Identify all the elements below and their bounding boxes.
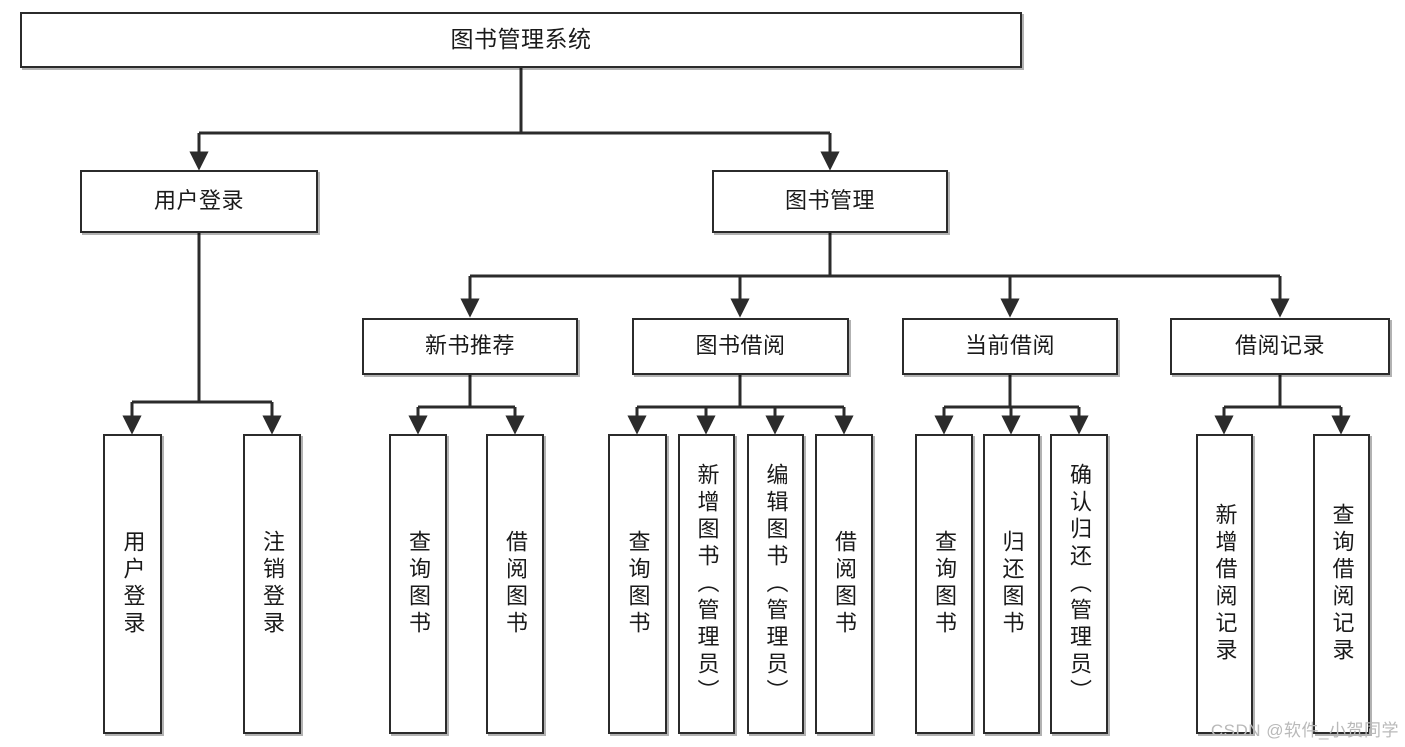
node-leaf-user-logout-label: 注销登录 bbox=[260, 530, 285, 638]
node-leaf-borrow-book-2-label: 借阅图书 bbox=[832, 530, 857, 638]
node-leaf-query-book-1[interactable]: 查询图书 bbox=[389, 434, 447, 734]
node-leaf-return-book-label: 归还图书 bbox=[999, 530, 1025, 638]
node-book-manage[interactable]: 图书管理 bbox=[712, 170, 948, 233]
node-leaf-query-book-2[interactable]: 查询图书 bbox=[608, 434, 667, 734]
node-user-login-label: 用户登录 bbox=[153, 188, 244, 214]
node-leaf-add-record-label: 新增借阅记录 bbox=[1212, 503, 1238, 665]
node-borrow-record-label: 借阅记录 bbox=[1234, 333, 1325, 359]
node-leaf-confirm-return-label: 确认归还（管理员） bbox=[1067, 462, 1092, 706]
node-leaf-user-login[interactable]: 用户登录 bbox=[103, 434, 162, 734]
node-leaf-add-record[interactable]: 新增借阅记录 bbox=[1196, 434, 1253, 734]
node-leaf-query-book-1-label: 查询图书 bbox=[406, 530, 431, 638]
watermark: CSDN @软件_小贺同学 bbox=[1210, 721, 1399, 740]
node-leaf-add-book-label: 新增图书（管理员） bbox=[694, 462, 720, 706]
node-book-manage-label: 图书管理 bbox=[784, 188, 875, 214]
node-leaf-confirm-return[interactable]: 确认归还（管理员） bbox=[1050, 434, 1108, 734]
node-leaf-edit-book[interactable]: 编辑图书（管理员） bbox=[747, 434, 804, 734]
node-current-borrow[interactable]: 当前借阅 bbox=[902, 318, 1118, 375]
node-leaf-add-book[interactable]: 新增图书（管理员） bbox=[678, 434, 735, 734]
node-borrow-record[interactable]: 借阅记录 bbox=[1170, 318, 1390, 375]
node-book-borrow[interactable]: 图书借阅 bbox=[632, 318, 849, 375]
node-new-book-recommend[interactable]: 新书推荐 bbox=[362, 318, 578, 375]
node-leaf-user-logout[interactable]: 注销登录 bbox=[243, 434, 301, 734]
node-leaf-query-record[interactable]: 查询借阅记录 bbox=[1313, 434, 1370, 734]
node-leaf-query-book-3-label: 查询图书 bbox=[932, 530, 957, 638]
node-root-label: 图书管理系统 bbox=[450, 26, 592, 53]
node-leaf-edit-book-label: 编辑图书（管理员） bbox=[763, 462, 789, 706]
node-leaf-borrow-book-1[interactable]: 借阅图书 bbox=[486, 434, 544, 734]
node-user-login[interactable]: 用户登录 bbox=[80, 170, 318, 233]
node-leaf-query-record-label: 查询借阅记录 bbox=[1329, 503, 1355, 665]
node-leaf-query-book-3[interactable]: 查询图书 bbox=[915, 434, 973, 734]
node-leaf-borrow-book-2[interactable]: 借阅图书 bbox=[815, 434, 873, 734]
node-current-borrow-label: 当前借阅 bbox=[964, 333, 1055, 359]
node-root[interactable]: 图书管理系统 bbox=[20, 12, 1022, 68]
node-leaf-query-book-2-label: 查询图书 bbox=[625, 530, 651, 638]
node-new-book-recommend-label: 新书推荐 bbox=[424, 333, 515, 359]
node-leaf-return-book[interactable]: 归还图书 bbox=[983, 434, 1040, 734]
node-book-borrow-label: 图书借阅 bbox=[695, 333, 786, 359]
node-leaf-user-login-label: 用户登录 bbox=[120, 530, 146, 638]
node-leaf-borrow-book-1-label: 借阅图书 bbox=[503, 530, 528, 638]
